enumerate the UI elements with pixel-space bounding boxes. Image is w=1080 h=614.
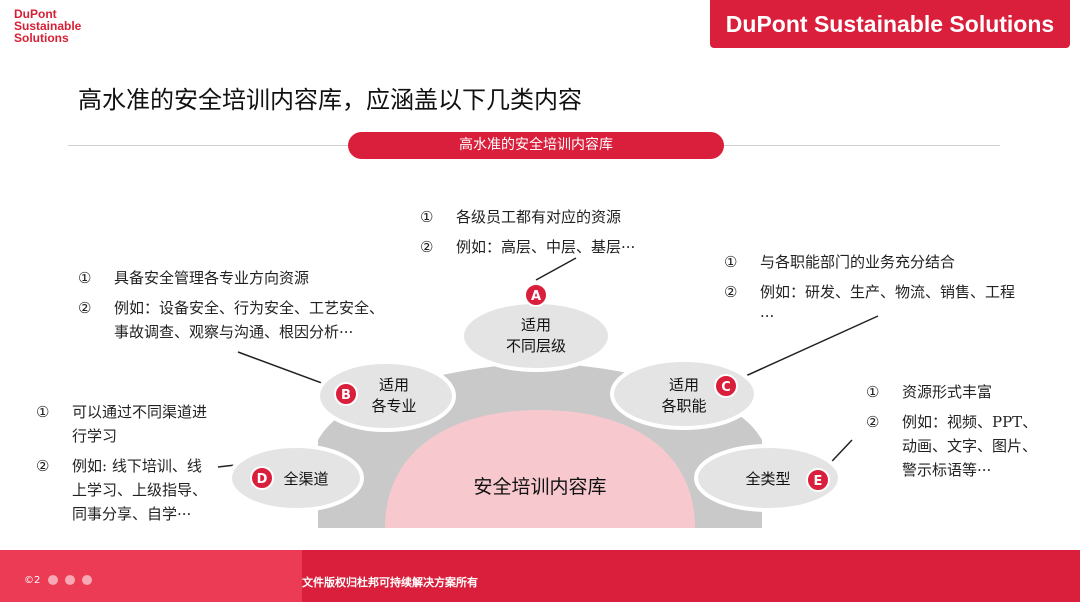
badge-a [524, 283, 548, 307]
note-num: ② [866, 413, 880, 431]
note-text: 例如：高层、中层、基层··· [456, 238, 636, 256]
note-a: ① 各级员工都有对应的资源 ② 例如：高层、中层、基层··· [420, 205, 680, 259]
note-num: ① [724, 253, 738, 271]
oval-c: 适用 各职能 C [610, 358, 758, 430]
oval-d: 全渠道 D [228, 444, 364, 512]
note-text: 例如: 线下培训、线上学习、上级指导、同事分享、自学··· [72, 457, 208, 523]
oval-c-line2: 各职能 [661, 397, 706, 415]
oval-a-line1: 适用 [521, 316, 551, 334]
oval-e-label: 全类型 [745, 470, 790, 488]
note-num: ② [36, 457, 50, 475]
note-text: 资源形式丰富 [902, 383, 993, 401]
badge-d [250, 466, 274, 490]
badge-b-label: B [341, 388, 351, 403]
note-b: ① 具备安全管理各专业方向资源 ② 例如：设备安全、行为安全、工艺安全、事故调查、观… [78, 266, 390, 344]
dupont-logo: DuPont Sustainable Solutions [14, 8, 81, 44]
brand-banner: DuPont Sustainable Solutions [710, 0, 1070, 48]
note-text: 具备安全管理各专业方向资源 [114, 269, 310, 287]
note-text: 各级员工都有对应的资源 [456, 208, 622, 226]
nav-dot-icon[interactable] [81, 575, 92, 585]
note-text: 与各职能部门的业务充分结合 [760, 253, 956, 271]
nav-dot-icon[interactable] [47, 575, 58, 585]
oval-d-label: 全渠道 [283, 470, 328, 488]
badge-e-label: E [814, 474, 823, 489]
oval-e: 全类型 E [694, 444, 842, 512]
copyright-notice: 文件版权归杜邦可持续解决方案所有 [302, 576, 478, 589]
slide-title: 高水准的安全培训内容库，应涵盖以下几类内容 [78, 86, 582, 114]
page-number: ©2 [24, 575, 41, 586]
note-num: ② [420, 238, 434, 256]
note-num: ② [78, 299, 92, 317]
logo-line: Solutions [14, 31, 69, 45]
badge-c-label: C [721, 380, 731, 395]
oval-b-line2: 各专业 [371, 397, 416, 415]
oval-a-line2: 不同层级 [506, 337, 566, 355]
note-c: ① 与各职能部门的业务充分结合 ② 例如：研发、生产、物流、销售、工程··· [724, 250, 1024, 328]
center-dome [385, 410, 695, 528]
badge-b [334, 382, 358, 406]
center-label: 安全培训内容库 [473, 476, 606, 498]
badge-d-label: D [257, 472, 268, 487]
nav-dot-icon[interactable] [64, 575, 75, 585]
badge-a-label: A [531, 289, 541, 304]
page-indicator[interactable]: ©2 [24, 575, 92, 586]
note-text: 例如：视频、PPT、动画、文字、图片、警示标语等··· [902, 413, 1038, 479]
note-text: 例如：研发、生产、物流、销售、工程··· [760, 283, 1016, 325]
note-e: ① 资源形式丰富 ② 例如：视频、PPT、动画、文字、图片、警示标语等··· [866, 380, 1046, 482]
note-d: ① 可以通过不同渠道进行学习 ② 例如: 线下培训、线上学习、上级指导、同事分享、自… [36, 400, 212, 526]
note-num: ② [724, 283, 738, 301]
footer-band [0, 550, 1080, 602]
note-num: ① [420, 208, 434, 226]
badge-c [714, 374, 738, 398]
logo-line: Sustainable [14, 19, 82, 33]
oval-c-line1: 适用 [669, 376, 699, 394]
connector-a [535, 257, 577, 281]
logo-line: DuPont [14, 7, 57, 21]
oval-b: 适用 各专业 B [316, 360, 456, 432]
note-num: ① [866, 383, 880, 401]
badge-e [806, 468, 830, 492]
section-pill: 高水准的安全培训内容库 [348, 132, 724, 159]
note-num: ① [78, 269, 92, 287]
oval-b-line1: 适用 [379, 376, 409, 394]
note-text: 可以通过不同渠道进行学习 [72, 403, 208, 445]
oval-a: 适用 不同层级 A [460, 283, 612, 372]
connector-c [727, 315, 879, 385]
note-num: ① [36, 403, 50, 421]
note-text: 例如：设备安全、行为安全、工艺安全、事故调查、观察与沟通、根因分析··· [114, 299, 385, 341]
